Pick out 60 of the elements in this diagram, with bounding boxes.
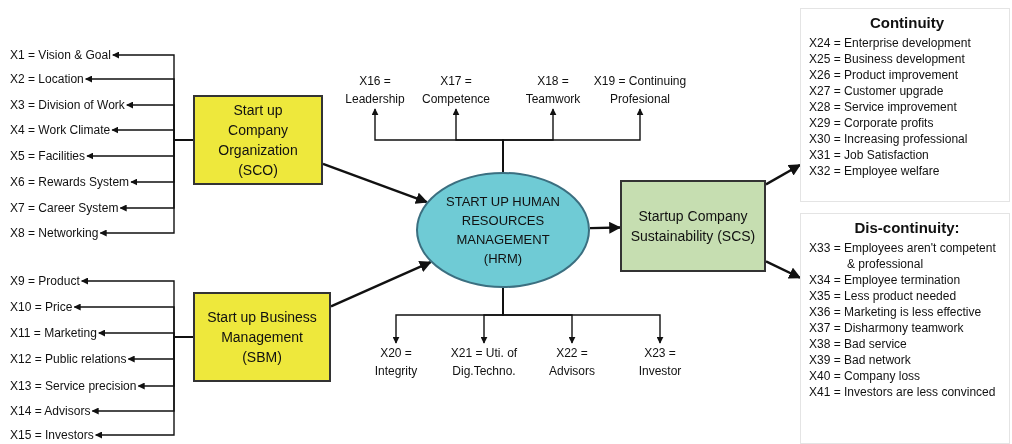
text-panel	[800, 8, 1010, 202]
list-item: X32 = Employee welfare	[809, 163, 941, 179]
process-box	[193, 95, 323, 185]
list-item: X38 = Bad service	[809, 336, 908, 352]
panel-heading: Continuity	[868, 13, 946, 33]
arrow	[322, 162, 428, 204]
process-box	[193, 292, 331, 382]
list-item: X39 = Bad network	[809, 352, 912, 368]
list-item: X28 = Service improvement	[809, 99, 958, 115]
box-text: Start up Company Organization (SCO)	[217, 101, 299, 180]
arrow	[330, 261, 432, 308]
arrow	[99, 139, 194, 237]
item-label: X14 = Advisors	[10, 402, 91, 420]
arrow	[765, 260, 802, 279]
arrow	[502, 287, 664, 344]
item-label: X10 = Price	[10, 298, 73, 316]
text-panel	[800, 213, 1010, 444]
item-label: X12 = Public relations	[10, 350, 127, 368]
list-item: X33 = Employees aren't competent & professional	[809, 240, 997, 272]
item-label: X15 = Investors	[10, 426, 94, 444]
item-label: X3 = Division of Work	[10, 96, 125, 114]
panel-heading: Dis-continuity:	[853, 218, 961, 238]
arrow	[589, 221, 622, 234]
process-box	[620, 180, 766, 272]
box-text: Startup Company Sustainability (SCS)	[630, 207, 756, 246]
list-item: X30 = Increasing professional	[809, 131, 969, 147]
box-text: Start up Business Management (SBM)	[206, 308, 318, 367]
item-label: X19 = Continuing Profesional	[590, 72, 690, 108]
list-item: X27 = Customer upgrade	[809, 83, 945, 99]
list-item: X25 = Business development	[809, 51, 966, 67]
list-item: X24 = Enterprise development	[809, 35, 972, 51]
list-item: X36 = Marketing is less effective	[809, 304, 983, 320]
item-label: X13 = Service precision	[10, 377, 137, 395]
item-label: X18 = Teamwork	[518, 72, 588, 108]
list-item: X29 = Corporate profits	[809, 115, 935, 131]
item-label: X7 = Career System	[10, 199, 119, 217]
item-label: X23 = Investor	[629, 344, 691, 380]
item-label: X9 = Product	[10, 272, 80, 290]
item-label: X5 = Facilities	[10, 147, 86, 165]
list-item: X34 = Employee termination	[809, 272, 962, 288]
item-label: X2 = Location	[10, 70, 84, 88]
list-item: X40 = Company loss	[809, 368, 922, 384]
item-label: X11 = Marketing	[10, 324, 97, 342]
item-label: X20 = Integrity	[365, 344, 427, 380]
list-item: X35 = Less product needed	[809, 288, 958, 304]
ellipse-text: START UP HUMAN RESOURCES MANAGEMENT (HRM)	[445, 193, 561, 268]
list-item: X26 = Product improvement	[809, 67, 960, 83]
item-label: X4 = Work Climate	[10, 121, 111, 139]
item-label: X8 = Networking	[10, 224, 99, 242]
arrow	[95, 336, 194, 439]
list-item: X41 = Investors are less convinced	[809, 384, 997, 400]
list-item: X37 = Disharmony teamwork	[809, 320, 965, 336]
item-label: X6 = Rewards System	[10, 173, 130, 191]
item-label: X22 = Advisors	[541, 344, 603, 380]
item-label: X17 = Competence	[421, 72, 491, 108]
list-item: X31 = Job Satisfaction	[809, 147, 930, 163]
item-label: X16 = Leadership	[340, 72, 410, 108]
item-label: X1 = Vision & Goal	[10, 46, 111, 64]
arrow	[765, 163, 802, 186]
item-label: X21 = Uti. of Dig.Techno.	[443, 344, 525, 380]
